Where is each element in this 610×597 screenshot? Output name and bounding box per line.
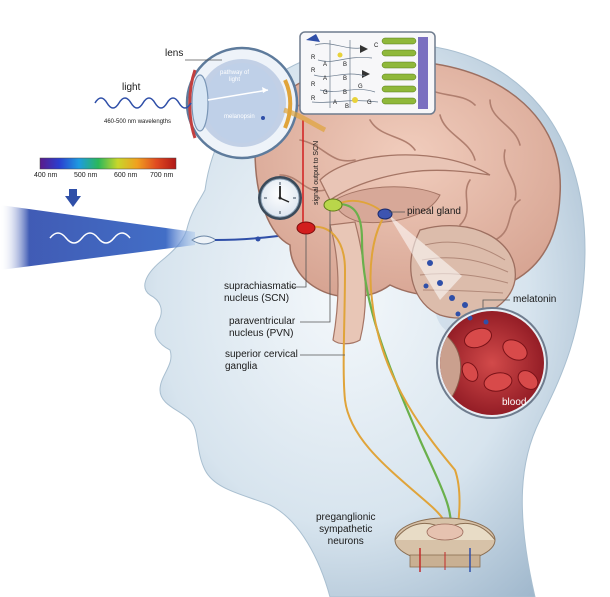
arrow-down-icon [65, 196, 81, 207]
photoreceptors [381, 37, 417, 105]
pathway-label: pathway of light [220, 70, 250, 83]
pathway-arrow [207, 89, 269, 101]
preganglionic-label: preganglionic sympathetic neurons [316, 512, 376, 547]
melanopsin-label: melanopsin [224, 114, 255, 120]
cell-marker: B [343, 62, 348, 68]
lens-label: lens [165, 48, 184, 59]
spinal-cord-section [394, 517, 496, 572]
wavelength-label: 460-500 nm wavelengths [104, 119, 172, 125]
cell-marker: B [345, 104, 350, 110]
cell-marker: A [323, 76, 328, 82]
spectrum-bar [39, 157, 177, 170]
light-wave [94, 97, 192, 109]
spectrum-tick: 700 nm [150, 172, 174, 179]
spectrum-tick: 400 nm [34, 172, 58, 179]
optic-nerve-bundle [283, 107, 327, 133]
cell-marker: R [311, 55, 316, 61]
scn-label: suprachiasmatic nucleus (SCN) [224, 281, 297, 304]
signal-output-label: signal output to SCN [313, 140, 320, 205]
pineal-label: pineal gland [407, 206, 461, 217]
scn-node [296, 221, 316, 235]
cell-marker: G [367, 100, 372, 106]
scg-label: superior cervical ganglia [225, 349, 298, 372]
eye-inset [185, 46, 299, 160]
yellow-pathway [305, 225, 450, 541]
cell-marker: R [311, 82, 316, 88]
blood-inset [436, 307, 548, 419]
beam-wave [49, 232, 131, 244]
cell-marker: A [323, 62, 328, 68]
thalamus [334, 186, 441, 224]
clock-icon [258, 176, 302, 220]
cerebellum-folia [419, 241, 509, 294]
corpus-callosum [319, 154, 491, 201]
yellow-markers [337, 52, 358, 103]
cell-marker: A [333, 100, 338, 106]
cell-marker: B [343, 90, 348, 96]
cell-marker: R [311, 68, 316, 74]
arrow-stem [69, 189, 77, 197]
melatonin-label: melatonin [513, 294, 557, 305]
brain [254, 60, 561, 345]
spectrum-tick: 600 nm [114, 172, 138, 179]
light-beam-label: Light [92, 193, 124, 208]
cell-marker: R [311, 96, 316, 102]
cell-marker: G [323, 90, 328, 96]
spectrum-tick: 500 nm [74, 172, 98, 179]
cell-marker: G [358, 84, 363, 90]
pineal-rays [388, 214, 462, 300]
green-pathway [329, 202, 452, 536]
lens-shape [191, 74, 209, 132]
light-label: light [122, 82, 141, 93]
pineal-node [377, 208, 393, 220]
cell-marker: C [374, 43, 379, 49]
pvn-label: paraventricular nucleus (PVN) [229, 316, 296, 339]
retina-inset [299, 31, 436, 115]
blue-pathway [369, 214, 461, 541]
cell-marker: B [343, 76, 348, 82]
blood-label: blood [502, 397, 527, 408]
pvn-node [323, 198, 343, 212]
optic-dot [255, 236, 261, 242]
